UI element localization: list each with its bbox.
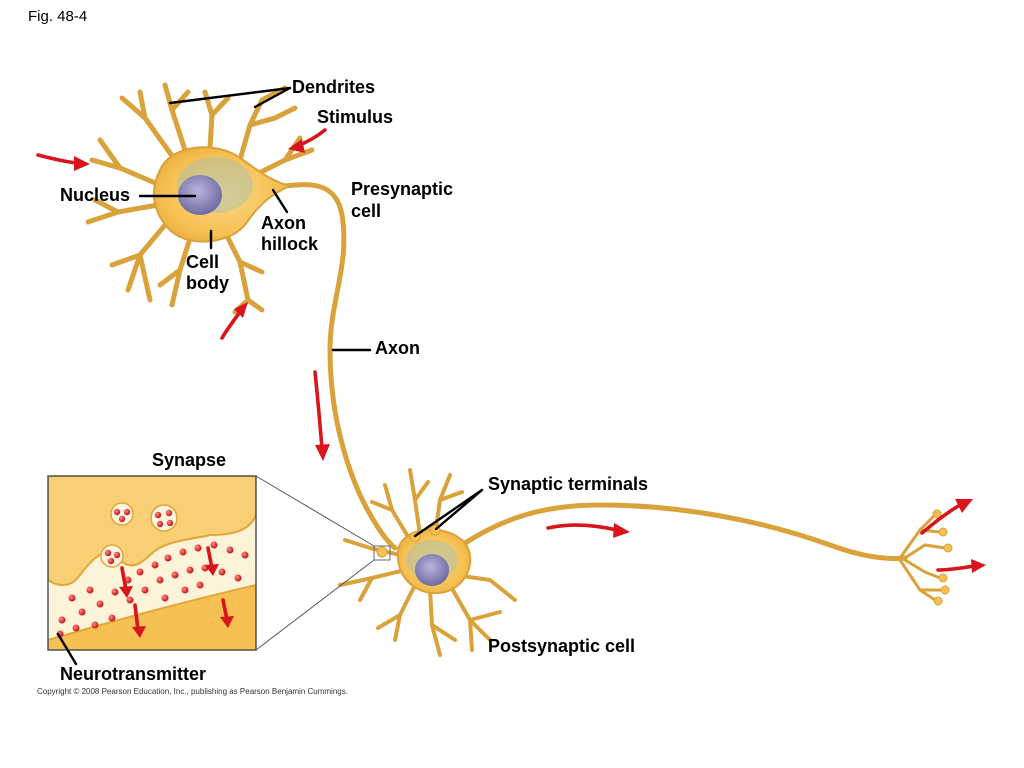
synapse-label: Synapse — [152, 450, 226, 470]
neurotransmitter-label: Neurotransmitter — [60, 664, 206, 684]
axon-hillock-label-line1: Axon — [261, 213, 306, 233]
cell-body-label-line1: Cell — [186, 252, 219, 272]
signal-arrow — [920, 499, 973, 535]
signal-arrow — [36, 153, 90, 171]
postsynaptic-cell-label: Postsynaptic cell — [488, 636, 635, 656]
inset-vesicle — [150, 504, 178, 532]
zoom-line-top — [255, 475, 375, 547]
inset-arrows — [119, 546, 234, 638]
axon-terminal-branches — [898, 513, 947, 602]
copyright-notice: Copyright © 2008 Pearson Education, Inc.… — [37, 687, 348, 696]
axon-hillock-label-line2: hillock — [261, 234, 319, 254]
released-neurotransmitters — [56, 541, 249, 638]
neurotransmitter-leader — [56, 632, 78, 666]
synaptic-terminals-leader — [413, 488, 484, 538]
inset-vesicle — [110, 502, 134, 526]
presynaptic-nucleus — [178, 175, 222, 215]
zoom-line-bottom — [255, 559, 375, 651]
presynaptic-label-line2: cell — [351, 201, 381, 221]
dendrites-label: Dendrites — [292, 77, 375, 97]
signal-arrow — [546, 523, 630, 538]
signal-arrow — [313, 370, 330, 461]
stimulus-label: Stimulus — [317, 107, 393, 127]
signal-arrow — [936, 559, 986, 573]
synaptic-terminals-label: Synaptic terminals — [488, 474, 648, 494]
inset-border — [47, 475, 257, 651]
synapse-inset — [47, 475, 257, 651]
axon-terminal-knobs — [932, 509, 953, 606]
axon-highlight — [263, 183, 397, 550]
presynaptic-label-line1: Presynaptic — [351, 179, 453, 199]
dendrites-leader — [168, 86, 292, 109]
postsynaptic-axon-highlight — [460, 503, 907, 560]
inset-presynaptic-terminal — [48, 476, 256, 586]
synapse-zoom-box — [373, 545, 391, 561]
axon-hillock-leader — [271, 188, 289, 214]
inset-vesicle-neurotransmitters — [104, 508, 174, 565]
postsynaptic-nucleus — [415, 554, 449, 586]
figure-label: Fig. 48-4 — [28, 8, 87, 25]
cell-body-label-line2: body — [186, 273, 229, 293]
nucleus-label: Nucleus — [60, 185, 130, 205]
signal-arrow — [220, 302, 248, 340]
signal-arrow — [288, 128, 327, 153]
axon-label: Axon — [375, 338, 420, 358]
